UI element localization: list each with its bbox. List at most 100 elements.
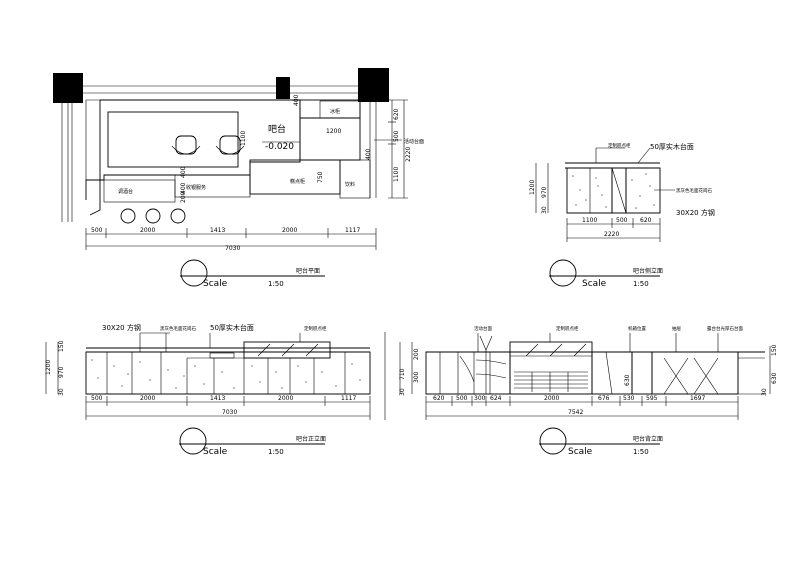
plan-dim-620: 620: [393, 108, 400, 120]
back-mobile-label: 活动台面: [474, 325, 492, 332]
front-dim-150: 150: [58, 340, 65, 352]
side-dim-b2: 620: [640, 217, 652, 224]
front-title-block: Scale 吧台正立面 1:50: [179, 427, 326, 457]
mixing-label: 调酒台: [118, 188, 133, 195]
plan-view: 吧台 -0.020 冰柜 收银服务 糕点柜 饮料 调酒台 活动台面 400 12…: [53, 68, 424, 289]
chair-2: [215, 135, 245, 155]
plan-dim-b2: 1413: [210, 227, 225, 234]
back-drawers: [514, 371, 588, 392]
front-stone-label: 黑灰色毛面花岗石: [160, 325, 196, 332]
front-steel-label: 30X20 方钢: [102, 323, 141, 332]
side-dim-30: 30: [541, 206, 548, 214]
plan-scale-word: Scale: [203, 279, 228, 289]
side-dim-970: 970: [541, 186, 548, 198]
chair-1: [171, 135, 201, 155]
back-title-block: Scale 吧台背立面 1:50: [539, 427, 663, 457]
column-middle: [276, 77, 290, 99]
front-scale-value: 1:50: [268, 448, 284, 456]
back-dim-r630: 630: [771, 372, 778, 384]
front-dim-total: 7030: [222, 409, 237, 416]
plan-dim-b0: 500: [91, 227, 103, 234]
plan-bottom-dims: 500 2000 1413 2000 1117 7030: [85, 227, 377, 252]
back-dim-b7: 595: [646, 395, 658, 402]
side-scale-word: Scale: [582, 279, 607, 289]
plan-dim-b3: 2000: [282, 227, 297, 234]
cake-cabinet-label: 糕点柜: [290, 178, 305, 185]
back-dim-b1: 500: [456, 395, 468, 402]
side-scale-value: 1:50: [633, 280, 649, 288]
front-dim-b1: 2000: [140, 395, 155, 402]
plan-dim-400-top: 400: [293, 94, 300, 106]
side-dim-total: 2220: [604, 231, 619, 238]
side-dim-b1: 500: [616, 217, 628, 224]
back-quartz-label: 露台台光厚石台面: [707, 325, 743, 332]
back-dim-b3: 624: [490, 395, 502, 402]
plan-dim-400-a: 400: [180, 166, 187, 178]
plan-dim-400-b: 400: [180, 182, 187, 194]
plan-dim-b1: 2000: [140, 227, 155, 234]
side-title: 吧台侧立面: [633, 267, 663, 275]
back-dim-200: 200: [413, 348, 420, 360]
plan-title: 吧台平面: [296, 267, 320, 275]
front-dim-30: 30: [58, 388, 65, 396]
front-dim-b4: 1117: [341, 395, 356, 402]
front-dim-970: 970: [58, 366, 65, 378]
back-dim-b8: 1697: [690, 395, 705, 402]
cold-cabinet-label: 冰柜: [330, 108, 340, 115]
back-drawer-label: 抽屉: [672, 325, 681, 332]
column-right: [358, 68, 389, 102]
level-label: -0.020: [265, 142, 294, 152]
back-dim-b0: 620: [433, 395, 445, 402]
back-cake-label: 定制糕点柜: [556, 325, 579, 332]
mobile-counter-label: 活动台面: [404, 138, 424, 145]
back-dim-b4: 2000: [544, 395, 559, 402]
back-bottom-dims: 620 500 300 624 2000 676 530 595 1697 75…: [425, 395, 739, 420]
back-title: 吧台背立面: [633, 435, 663, 443]
side-dim-b0: 1100: [582, 217, 597, 224]
plan-scale-value: 1:50: [268, 280, 284, 288]
side-cake-label: 定制糕点柜: [608, 142, 631, 149]
back-dim-total: 7542: [568, 409, 583, 416]
front-stone-texture: [91, 359, 361, 389]
back-elevation: 活动台面 定制糕点柜 机箱位置 抽屉 露台台光厚石台面 200 710 300 …: [384, 325, 778, 457]
side-steel-label: 30X20 方钢: [676, 208, 715, 217]
plan-dim-750: 750: [317, 171, 324, 183]
front-cake-label: 定制糕点柜: [304, 325, 327, 332]
back-machine-label: 机箱位置: [628, 325, 646, 332]
plan-dim-500: 500: [393, 130, 400, 142]
plan-dim-b4: 1117: [345, 227, 360, 234]
stool-3: [170, 208, 186, 224]
side-title-block: Scale 吧台侧立面 1:50: [549, 259, 663, 289]
back-dim-b2: 300: [474, 395, 486, 402]
front-dim-1200: 1200: [45, 360, 52, 375]
back-dim-b6: 530: [623, 395, 635, 402]
back-dim-710: 710: [399, 368, 406, 380]
side-dim-1200: 1200: [529, 180, 536, 195]
back-dim-30: 30: [399, 388, 406, 396]
plan-dim-total: 7030: [225, 245, 240, 252]
back-dim-300: 300: [413, 371, 420, 383]
front-title: 吧台正立面: [296, 435, 326, 443]
back-scale-value: 1:50: [633, 448, 649, 456]
front-dim-b2: 1413: [210, 395, 225, 402]
front-bottom-dims: 500 2000 1413 2000 1117 7030: [85, 395, 371, 420]
stool-2: [145, 208, 161, 224]
front-dim-b3: 2000: [278, 395, 293, 402]
stool-1: [120, 208, 136, 224]
back-dim-b5: 676: [598, 395, 610, 402]
plan-title-block: Scale 吧台平面 1:50: [180, 259, 325, 289]
plan-dim-2220: 2220: [405, 147, 412, 162]
front-scale-word: Scale: [203, 447, 228, 457]
plan-dim-1100-right: 1100: [393, 167, 400, 182]
back-scale-word: Scale: [568, 447, 593, 457]
front-dim-b0: 500: [91, 395, 103, 402]
cashier-label: 收银服务: [186, 184, 206, 191]
back-dim-r150: 150: [771, 344, 778, 356]
front-top-label: 50厚实木台面: [210, 323, 254, 332]
drinks-label: 饮料: [345, 181, 355, 188]
front-elevation: 30X20 方钢 黑灰色毛面花岗石 50厚实木台面 定制糕点柜 150 1200…: [45, 323, 371, 457]
side-top-label: 50厚实木台面: [650, 142, 694, 151]
column-left: [53, 73, 83, 103]
back-dim-r30: 30: [761, 388, 768, 396]
plan-dim-1100: 1100: [240, 131, 247, 146]
